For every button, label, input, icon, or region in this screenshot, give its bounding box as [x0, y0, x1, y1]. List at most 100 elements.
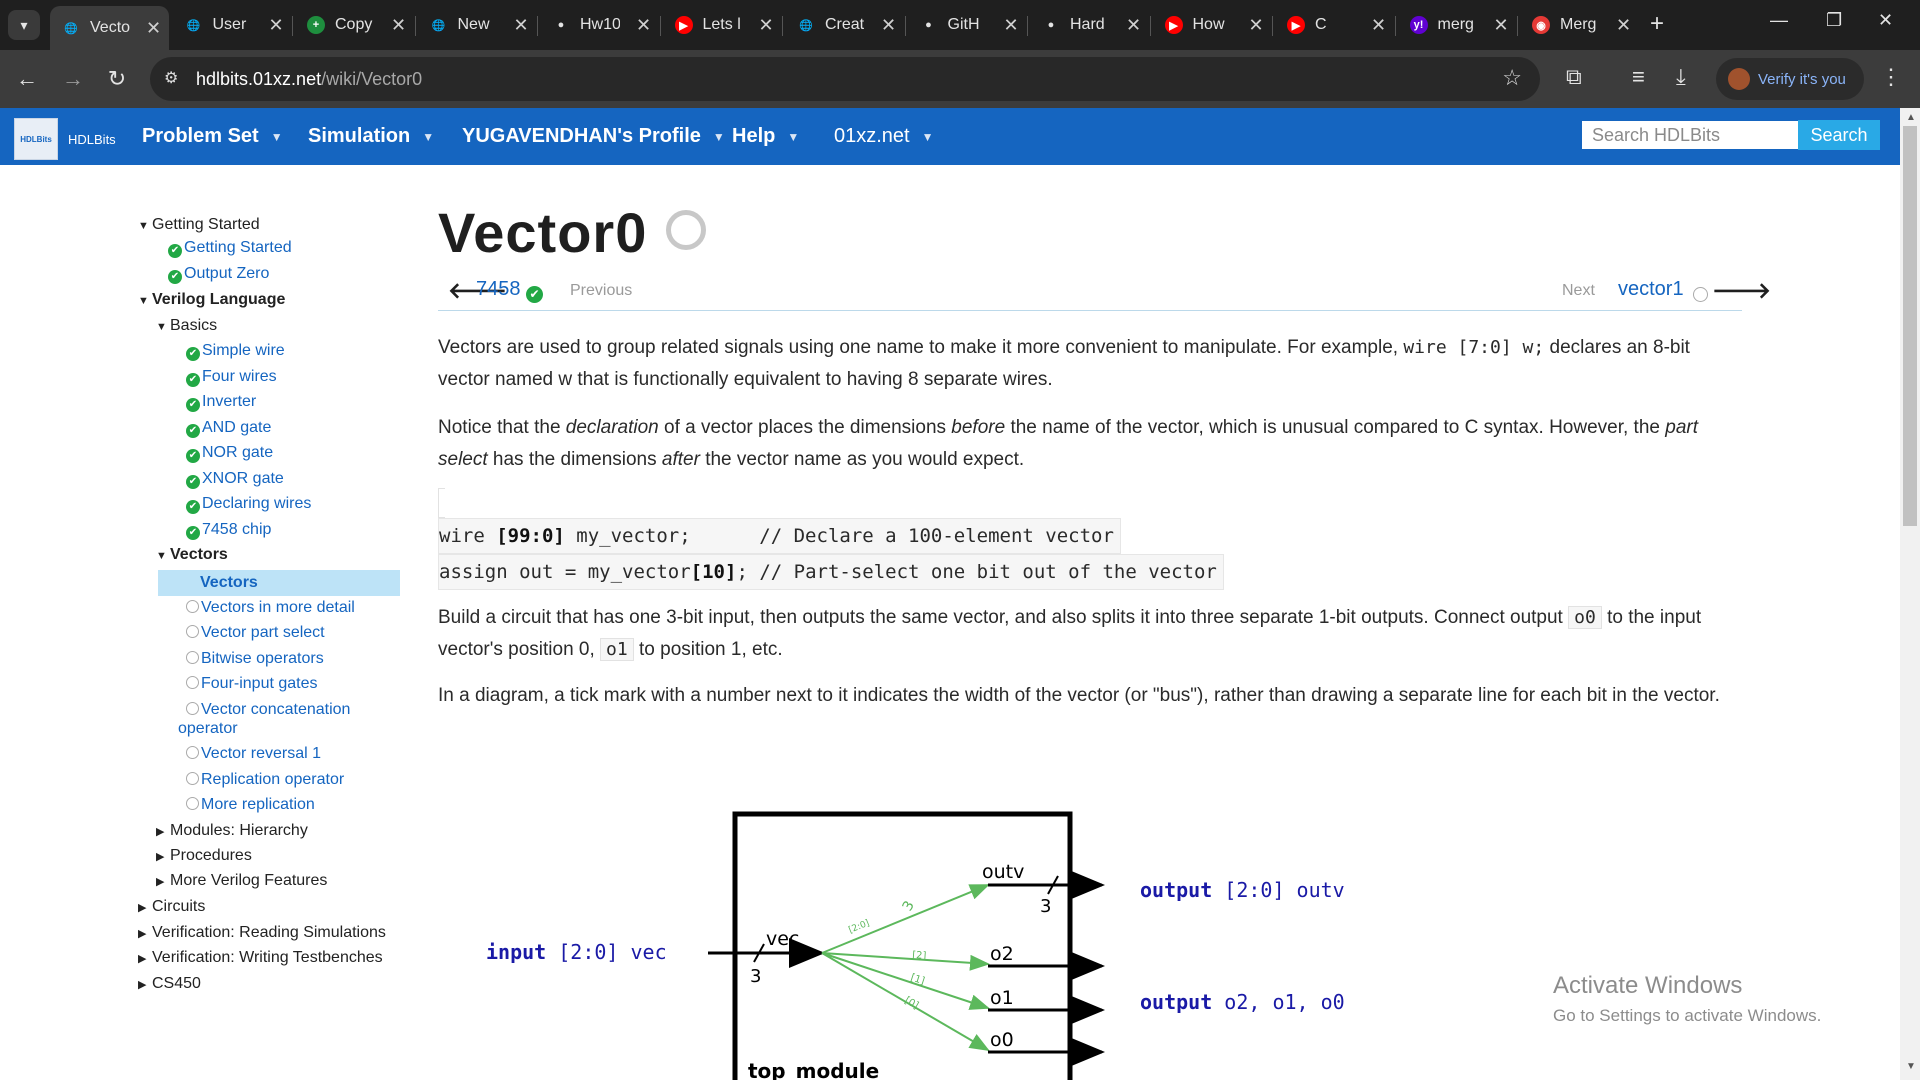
- caret-right-icon: ▶: [156, 876, 165, 888]
- sidebar-section-more-verilog-features[interactable]: ▶More Verilog Features: [156, 872, 328, 889]
- sidebar-section-basics[interactable]: ▼Basics: [156, 317, 218, 334]
- close-tab-icon[interactable]: ✕: [758, 14, 774, 35]
- sidebar-item-four-input-gates[interactable]: Four-input gates: [186, 675, 318, 693]
- chevron-down-icon: ▼: [787, 129, 800, 144]
- sidebar-section-cs450[interactable]: ▶CS450: [138, 975, 201, 992]
- nav-simulation[interactable]: Simulation▼: [308, 125, 435, 147]
- search-input[interactable]: [1582, 121, 1798, 149]
- close-tab-icon[interactable]: ✕: [636, 14, 652, 35]
- caret-down-icon: ▼: [156, 550, 167, 562]
- browser-tab[interactable]: 🌐Vecto✕: [50, 6, 169, 50]
- sidebar-item-getting-started[interactable]: ✔Getting Started: [168, 239, 292, 258]
- sidebar-section-vectors[interactable]: ▼Vectors: [156, 546, 228, 563]
- browser-tab[interactable]: ▶C✕: [1275, 8, 1394, 42]
- minimize-button[interactable]: —: [1770, 10, 1788, 30]
- prev-problem-link[interactable]: 7458: [476, 278, 521, 300]
- caret-down-icon: ▼: [138, 220, 149, 232]
- sidebar-section-verification-writing[interactable]: ▶Verification: Writing Testbenches: [138, 949, 383, 966]
- scrollbar-thumb[interactable]: [1903, 126, 1917, 526]
- browser-tab[interactable]: 🌐Creat✕: [785, 8, 904, 42]
- sidebar-item-vectors-current[interactable]: Vectors: [158, 570, 400, 596]
- task-paragraph: Build a circuit that has one 3-bit input…: [438, 606, 1702, 661]
- site-info-icon[interactable]: ⚙: [164, 70, 179, 87]
- extensions-icon[interactable]: ⧉: [1566, 64, 1582, 89]
- sidebar-item-simple-wire[interactable]: ✔Simple wire: [186, 342, 285, 361]
- sidebar-section-verification-reading[interactable]: ▶Verification: Reading Simulations: [138, 924, 386, 941]
- sidebar-section-getting-started[interactable]: ▼Getting Started: [138, 216, 260, 233]
- hdlbits-logo[interactable]: HDLBits HDLBits: [14, 118, 116, 160]
- sidebar-item-vector-concatenation[interactable]: Vector concatenation: [186, 701, 350, 719]
- sidebar-section-modules-hierarchy[interactable]: ▶Modules: Hierarchy: [156, 822, 308, 839]
- sidebar-item-vectors-more-detail[interactable]: Vectors in more detail: [186, 599, 355, 617]
- browser-tab[interactable]: ▶Lets l✕: [663, 8, 782, 42]
- browser-tab[interactable]: ●Hw10✕: [540, 8, 659, 42]
- sidebar-item-vector-concatenation-cont[interactable]: operator: [178, 720, 238, 737]
- nav-problem-set[interactable]: Problem Set▼: [142, 125, 283, 147]
- arrow-left-icon[interactable]: 🡐: [448, 278, 507, 303]
- close-tab-icon[interactable]: ✕: [1616, 14, 1632, 35]
- nav-profile[interactable]: YUGAVENDHAN's Profile▼: [462, 125, 725, 147]
- check-icon: ✔: [186, 398, 200, 412]
- close-tab-icon[interactable]: ✕: [1126, 14, 1142, 35]
- close-tab-icon[interactable]: ✕: [1003, 14, 1019, 35]
- caret-right-icon: ▶: [156, 851, 165, 863]
- browser-tab[interactable]: 🌐New✕: [418, 8, 537, 42]
- page-scrollbar[interactable]: ▲ ▼: [1900, 108, 1920, 1080]
- back-button[interactable]: ←: [16, 66, 38, 91]
- browser-menu-icon[interactable]: ⋮: [1880, 64, 1902, 89]
- sidebar-item-more-replication[interactable]: More replication: [186, 796, 315, 814]
- restore-button[interactable]: ❐: [1826, 10, 1843, 30]
- search-button[interactable]: Search: [1798, 120, 1880, 150]
- nav-help[interactable]: Help▼: [732, 125, 800, 147]
- reload-button[interactable]: ↻: [107, 66, 127, 91]
- new-tab-button[interactable]: +: [1650, 10, 1665, 37]
- next-problem-link[interactable]: vector1: [1618, 278, 1684, 300]
- sidebar-item-xnor-gate[interactable]: ✔XNOR gate: [186, 470, 284, 489]
- sidebar-item-vector-reversal-1[interactable]: Vector reversal 1: [186, 745, 321, 763]
- close-tab-icon[interactable]: ✕: [1493, 14, 1509, 35]
- sidebar-item-output-zero[interactable]: ✔Output Zero: [168, 265, 269, 284]
- watermark-line-1: Activate Windows: [1553, 972, 1743, 999]
- sidebar-item-declaring-wires[interactable]: ✔Declaring wires: [186, 495, 311, 514]
- arrow-right-icon[interactable]: 🡒: [1712, 278, 1771, 303]
- close-tab-icon[interactable]: ✕: [1371, 14, 1387, 35]
- sidebar-section-verilog-language[interactable]: ▼Verilog Language: [138, 291, 286, 308]
- browser-tab[interactable]: +Copy✕: [295, 8, 414, 42]
- forward-button[interactable]: →: [62, 66, 84, 91]
- profile-verify-button[interactable]: Verify it's you: [1716, 58, 1864, 100]
- close-tab-icon[interactable]: ✕: [391, 14, 407, 35]
- browser-tab[interactable]: ▶How✕: [1153, 8, 1272, 42]
- sidebar-item-replication-operator[interactable]: Replication operator: [186, 771, 344, 789]
- browser-tab[interactable]: ●GitH✕: [908, 8, 1027, 42]
- close-window-button[interactable]: ✕: [1878, 10, 1894, 30]
- inline-code-o0: o0: [1568, 606, 1602, 629]
- globe-icon: 🌐: [799, 19, 813, 32]
- close-tab-icon[interactable]: ✕: [268, 14, 284, 35]
- close-tab-icon[interactable]: ✕: [881, 14, 897, 35]
- download-icon[interactable]: ⤓: [1676, 64, 1686, 89]
- sidebar-item-nor-gate[interactable]: ✔NOR gate: [186, 444, 273, 463]
- browser-tab[interactable]: 🌐User✕: [173, 8, 292, 42]
- sidebar-item-bitwise-operators[interactable]: Bitwise operators: [186, 650, 324, 668]
- close-tab-icon[interactable]: ✕: [1248, 14, 1264, 35]
- close-tab-icon[interactable]: ✕: [146, 17, 162, 38]
- scroll-down-icon[interactable]: ▼: [1906, 1061, 1916, 1072]
- sidebar-item-7458-chip[interactable]: ✔7458 chip: [186, 521, 271, 540]
- browser-tab[interactable]: ●Hard✕: [1030, 8, 1149, 42]
- sidebar-item-four-wires[interactable]: ✔Four wires: [186, 368, 277, 387]
- browser-tab[interactable]: y!merg✕: [1398, 8, 1517, 42]
- scroll-up-icon[interactable]: ▲: [1906, 112, 1916, 123]
- tab-search-button[interactable]: ▾: [8, 10, 40, 40]
- sidebar-section-procedures[interactable]: ▶Procedures: [156, 847, 252, 864]
- browser-tab[interactable]: ◉Merg✕: [1520, 8, 1639, 42]
- bookmark-star-icon[interactable]: ☆: [1502, 65, 1522, 90]
- sidebar-item-inverter[interactable]: ✔Inverter: [186, 393, 256, 412]
- sidebar-item-and-gate[interactable]: ✔AND gate: [186, 419, 271, 438]
- sidebar-item-vector-part-select[interactable]: Vector part select: [186, 624, 325, 642]
- media-controls-icon[interactable]: ≡: [1632, 64, 1645, 89]
- close-tab-icon[interactable]: ✕: [513, 14, 529, 35]
- sidebar-section-circuits[interactable]: ▶Circuits: [138, 898, 206, 915]
- address-bar[interactable]: ⚙ hdlbits.01xz.net/wiki/Vector0 ☆: [150, 57, 1540, 101]
- o2-wire-label: o2: [990, 943, 1014, 965]
- nav-01xz[interactable]: 01xz.net▼: [834, 125, 934, 147]
